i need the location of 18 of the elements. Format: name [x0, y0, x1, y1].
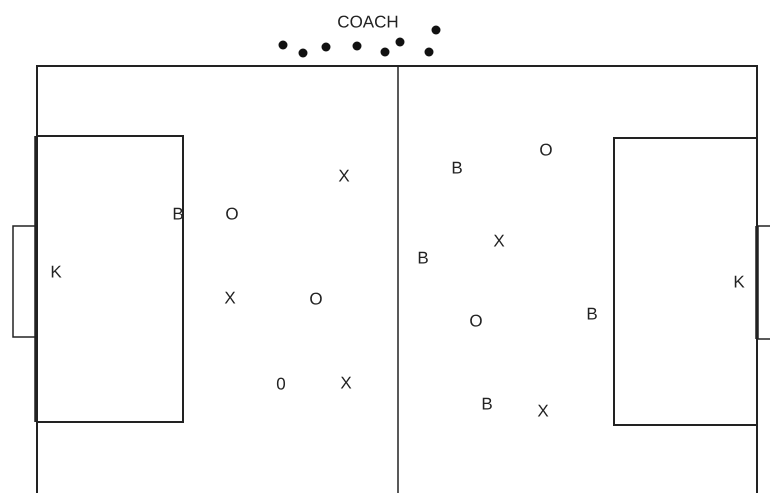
player-marker: X [493, 232, 505, 250]
player-marker: B [172, 206, 184, 222]
goalkeeper-marker: K [733, 274, 745, 290]
player-marker: B [417, 250, 429, 266]
player-marker: X [338, 168, 350, 184]
player-marker: O [225, 206, 239, 222]
player-marker: 0 [276, 376, 286, 392]
player-marker: O [309, 290, 323, 308]
player-marker: X [224, 290, 236, 306]
coach-label: COACH [337, 14, 399, 30]
player-marker: B [451, 160, 463, 176]
player-marker: O [539, 142, 553, 158]
player-marker: X [340, 374, 352, 392]
goalkeeper-marker: K [50, 264, 62, 280]
player-marker: O [469, 312, 483, 330]
player-marker: B [481, 396, 493, 412]
player-marker: X [537, 402, 549, 420]
player-marker: B [586, 306, 598, 322]
